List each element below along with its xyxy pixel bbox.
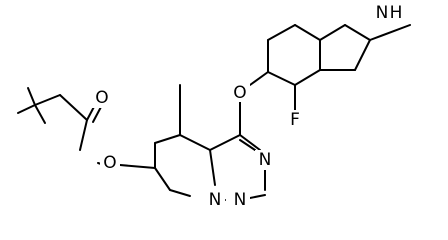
triazine-nitrogen-2-label: N	[234, 190, 247, 210]
bond	[239, 134, 261, 151]
carbonyl-oxygen-label: O	[95, 88, 108, 108]
bond	[154, 134, 181, 144]
bond	[169, 189, 191, 197]
bond	[154, 167, 171, 191]
nh-hydrogen-label: H	[390, 3, 403, 23]
bond	[267, 24, 296, 41]
bond	[59, 94, 88, 121]
bond	[239, 139, 256, 151]
bond	[119, 164, 156, 169]
bond	[79, 119, 88, 151]
bond	[369, 24, 411, 41]
ether-oxygen-label: O	[233, 83, 246, 103]
bond	[209, 149, 216, 186]
bond	[344, 24, 371, 41]
bond	[294, 24, 321, 41]
bond	[209, 134, 241, 151]
bond	[267, 71, 296, 86]
bonds	[17, 24, 411, 201]
fluorine-label: F	[290, 110, 300, 130]
bond	[27, 87, 36, 106]
bond	[179, 134, 211, 151]
bond	[294, 69, 321, 86]
bond	[354, 39, 371, 71]
bond	[17, 104, 36, 114]
atom-labels: H N O O F O N N N	[92, 3, 406, 210]
triazine-nitrogen-label: N	[259, 150, 272, 170]
bond	[34, 104, 46, 124]
indole-nitrogen-label: N	[376, 3, 389, 23]
bridgehead-nitrogen-label: N	[209, 190, 222, 210]
ester-oxygen-label: O	[103, 153, 116, 173]
bond	[249, 71, 269, 86]
bond	[34, 94, 61, 106]
bond	[319, 24, 346, 41]
chemical-structure: H N O O F O N N N	[17, 3, 411, 210]
